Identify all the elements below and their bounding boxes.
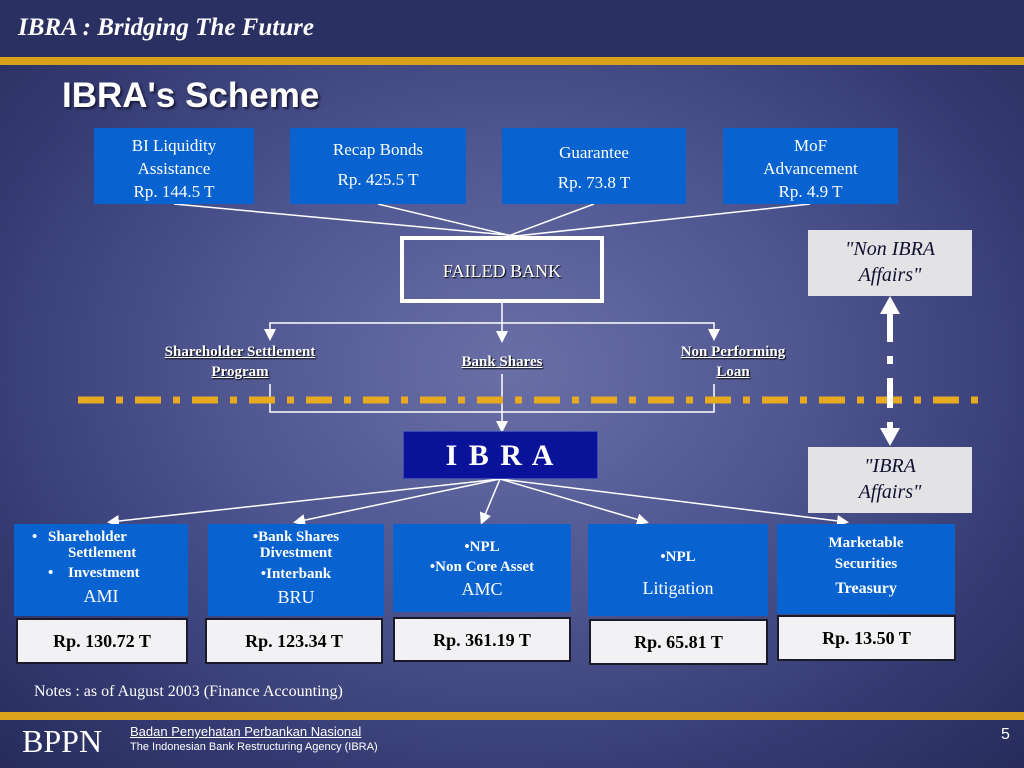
amount-bru: Rp. 123.34 T — [205, 618, 383, 664]
amount-amc: Rp. 361.19 T — [393, 617, 571, 662]
branch-line — [269, 322, 715, 338]
header-title: IBRA : Bridging The Future — [18, 14, 314, 41]
footer-agency-name: Badan Penyehatan Perbankan Nasional — [130, 724, 362, 739]
arrow-up-head — [880, 296, 900, 314]
arrow-guarantee-to-failed — [507, 203, 595, 237]
header-bar — [0, 0, 1024, 58]
footer-agency-subtitle: The Indonesian Bank Restructuring Agency… — [130, 741, 378, 753]
unit-litigation: •NPL Litigation — [588, 524, 768, 616]
failed-bank-box: FAILED BANK — [400, 236, 604, 303]
ibra-box: I B R A — [403, 431, 598, 479]
unit-treasury: Marketable Securities Treasury — [777, 524, 955, 614]
footer-divider — [0, 712, 1024, 720]
unit-ami: •Shareholder Settlement •Investment AMI — [14, 524, 188, 616]
header-divider — [0, 57, 1024, 65]
arrow-mof-to-failed — [515, 203, 811, 237]
page-number: 5 — [1001, 726, 1010, 743]
amount-treasury: Rp. 13.50 T — [777, 615, 956, 661]
amount-litigation: Rp. 65.81 T — [589, 619, 768, 665]
notes: Notes : as of August 2003 (Finance Accou… — [34, 683, 343, 700]
unit-bru: •Bank Shares Divestment •Interbank BRU — [208, 524, 384, 616]
arrow-bi-to-failed — [173, 203, 519, 237]
arrow-down-head — [880, 428, 900, 446]
bppn-logo: BPPN — [22, 723, 103, 759]
unit-amc: •NPL •Non Core Asset AMC — [393, 524, 571, 612]
arrow-recap-to-failed — [377, 203, 513, 237]
slide-title: IBRA's Scheme — [62, 76, 320, 115]
label-bank-shares: Bank Shares — [461, 354, 543, 370]
amount-ami: Rp. 130.72 T — [16, 618, 188, 664]
